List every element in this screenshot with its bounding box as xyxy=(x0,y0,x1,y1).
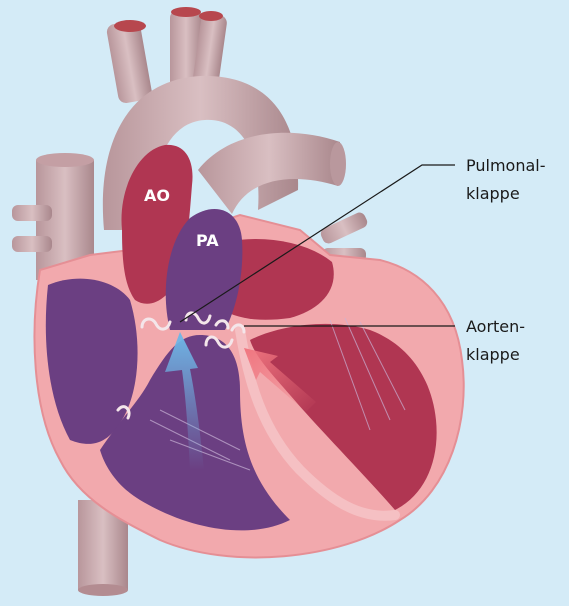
aortic-valve-label-line2: klappe xyxy=(466,345,520,364)
pulmonary-artery-label: PA xyxy=(196,231,219,250)
pulmonary-valve-label-line1: Pulmonal- xyxy=(466,156,546,175)
aortic-valve-label-line1: Aorten- xyxy=(466,317,525,336)
aorta-label: AO xyxy=(144,186,170,205)
pulmonary-valve-label-line2: klappe xyxy=(466,184,520,203)
